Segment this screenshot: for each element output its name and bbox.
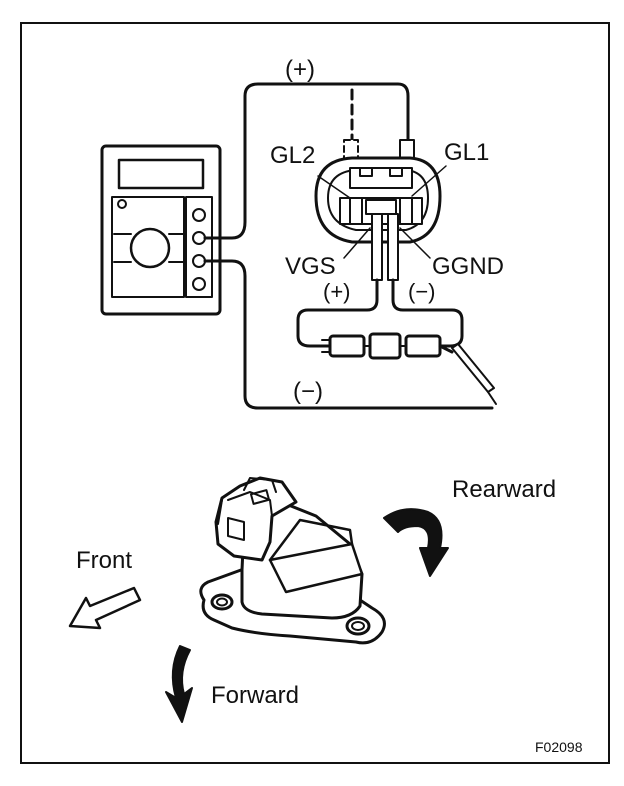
gl2-label: GL2 xyxy=(270,142,316,169)
rearward-label: Rearward xyxy=(452,476,557,503)
front-label: Front xyxy=(76,547,133,574)
negative-wire xyxy=(203,259,494,410)
figure-frame xyxy=(20,22,610,764)
forward-arrow-icon xyxy=(165,645,193,723)
plus-lower-label: (+) xyxy=(323,279,351,304)
minus-lower-label: (−) xyxy=(408,279,436,304)
multimeter-icon xyxy=(100,144,222,316)
rearward-arrow-icon xyxy=(383,508,449,577)
ggnd-label: GGND xyxy=(432,253,504,280)
figure-code: F02098 xyxy=(535,739,583,755)
front-arrow-icon xyxy=(68,586,142,630)
forward-label: Forward xyxy=(211,682,300,709)
positive-wire-label: (+) xyxy=(285,56,315,83)
gl1-label: GL1 xyxy=(444,139,490,166)
resistor-chain-icon xyxy=(321,332,442,360)
probe-icon xyxy=(438,343,497,405)
negative-wire-label: (−) xyxy=(293,378,323,405)
sensor-connector-icon xyxy=(314,156,442,244)
positive-wire xyxy=(203,82,410,240)
yaw-rate-sensor-icon xyxy=(199,476,386,645)
vgs-label: VGS xyxy=(285,253,336,280)
